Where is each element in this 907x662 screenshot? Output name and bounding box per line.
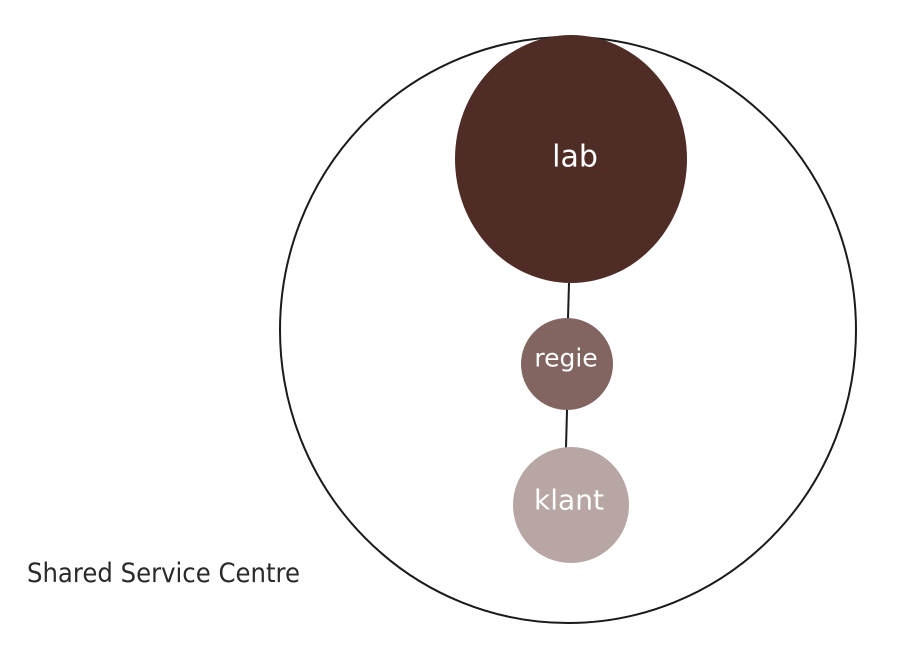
node-klant bbox=[513, 447, 629, 563]
node-klant-label: klant bbox=[534, 484, 604, 517]
node-regie-label: regie bbox=[534, 344, 597, 373]
node-lab bbox=[455, 35, 687, 283]
node-regie bbox=[521, 318, 613, 410]
node-lab-label: lab bbox=[552, 140, 598, 175]
container-label: Shared Service Centre bbox=[27, 558, 300, 589]
connector-regie-klant bbox=[565, 409, 568, 449]
connector-lab-regie bbox=[567, 282, 570, 319]
